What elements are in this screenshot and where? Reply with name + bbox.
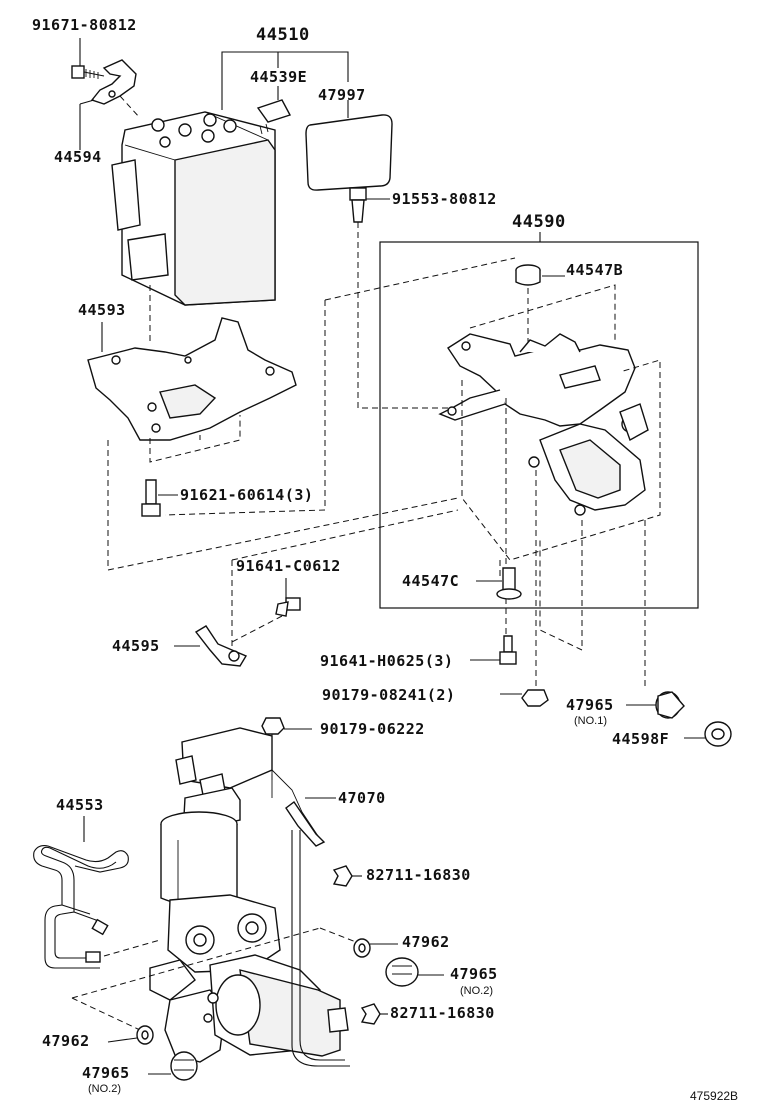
figure-reference: 475922B [690,1089,739,1103]
cushion-47965-no2-c-icon [148,1051,198,1081]
sublabel-47965-no1: (NO.1) [574,715,607,727]
label-91671-80812: 91671-80812 [32,16,137,34]
ring-47962-a-icon [353,938,398,958]
label-47962-b: 47962 [42,1032,90,1050]
label-91553-80812: 91553-80812 [392,190,497,208]
label-44595: 44595 [112,637,160,655]
label-82711-16830-b: 82711-16830 [390,1004,495,1022]
clip-82711-16830-a-icon [332,865,362,887]
label-91641-C0612: 91641-C0612 [236,557,341,575]
sublabel-47965-no2-b: (NO.2) [460,985,493,997]
label-91641-H0625: 91641-H0625(3) [320,652,454,670]
cushion-47965-no1-icon [626,691,685,719]
label-47962-a: 47962 [402,933,450,951]
label-47070: 47070 [338,789,386,807]
guide-lines-center [107,257,516,650]
bracket-44593-icon [87,285,297,463]
bracket-44595-icon [174,625,248,667]
clip-82711-16830-b-icon [360,1003,388,1025]
label-44593: 44593 [78,301,126,319]
label-44547C: 44547C [402,572,460,590]
label-44553: 44553 [56,796,104,814]
sublabel-47965-no2-c: (NO.2) [88,1083,121,1095]
label-90179-08241: 90179-08241(2) [322,686,456,704]
bushing-44547B-icon [515,264,565,400]
label-44594: 44594 [54,148,102,166]
collar-44547C-icon [476,567,522,600]
label-47997: 47997 [318,86,366,104]
pad-47997-icon [305,100,393,191]
guide-lines-44590 [461,284,661,690]
label-47965-no1: 47965 [566,696,614,714]
bolt-91671-80812-icon [71,38,105,79]
label-47965-no2-b: 47965 [450,965,498,983]
ring-47962-b-icon [107,1025,154,1045]
actuator-44510-icon [111,99,292,306]
bolt-91621-60614-icon [141,479,178,517]
label-82711-16830-a: 82711-16830 [366,866,471,884]
bolt-91641-H0625-icon [470,635,517,665]
bolt-91553-80812-icon [349,187,470,409]
cushion-47965-no2-b-icon [385,957,444,987]
tube-44553-icon [33,816,129,969]
label-44590: 44590 [512,212,566,232]
pump-47070-icon [149,727,350,1067]
bracket-44590-icon [438,333,649,516]
grommet-44598F-icon [684,721,732,747]
assembly-44590-box [379,241,699,609]
nut-90179-08241-icon [500,689,549,707]
label-44547B: 44547B [566,261,624,279]
bracket-44594-icon [79,59,141,150]
label-47965-no2-c: 47965 [82,1064,130,1082]
label-90179-06222: 90179-06222 [320,720,425,738]
label-44539E: 44539E [250,68,308,86]
label-44598F: 44598F [612,730,670,748]
bolt-91641-C0612-icon [231,578,301,643]
callout-44510-bracket [221,51,349,110]
label-91621-60614: 91621-60614(3) [180,486,314,504]
label-44510: 44510 [256,25,310,45]
